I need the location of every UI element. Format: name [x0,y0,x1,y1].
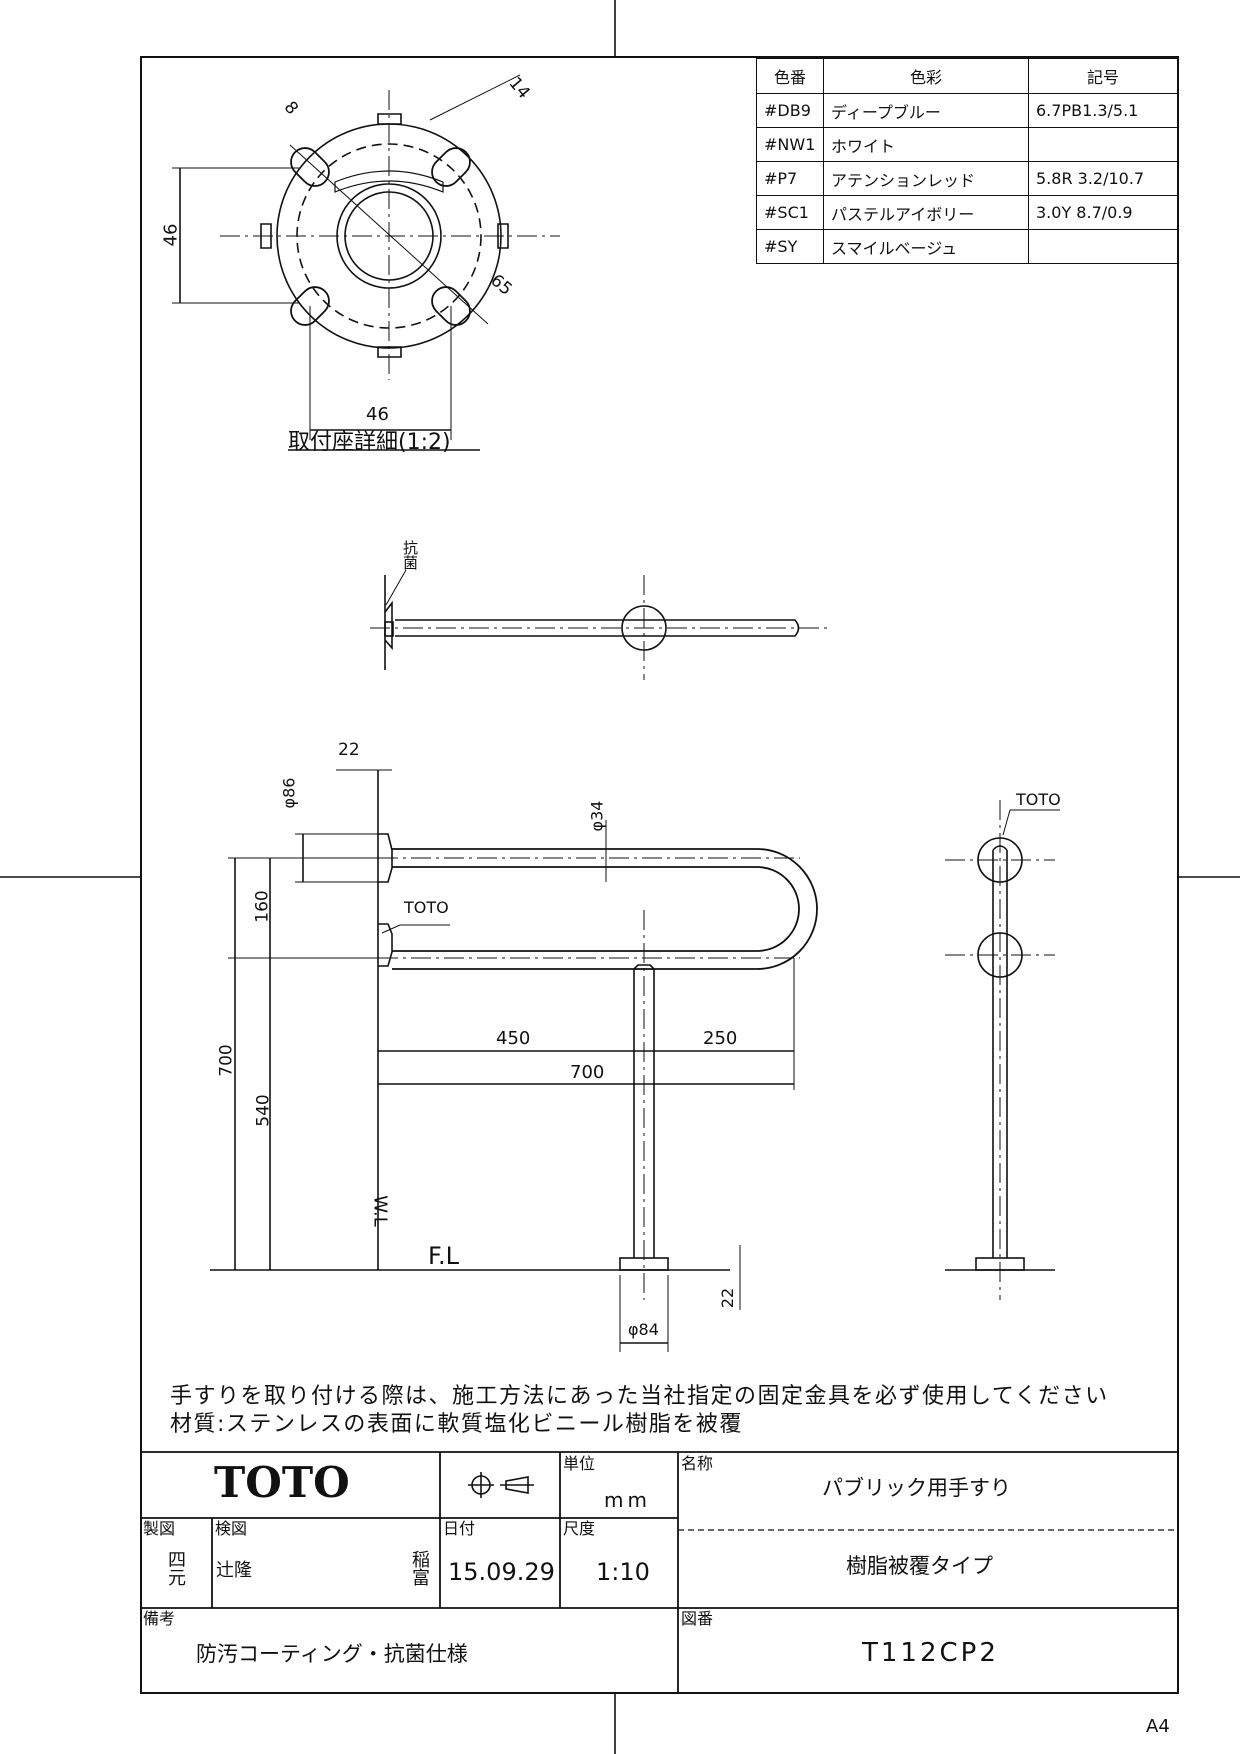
dim-540: 540 [253,1094,274,1127]
color-name: ディープブルー [823,93,1029,128]
dim-phi86: φ86 [279,777,299,809]
remarks-value: 防汚コーティング・抗菌仕様 [196,1642,468,1666]
checked-label: 検図 [215,1519,248,1538]
detail-dim-46-bottom: 46 [366,404,389,425]
name-value: パブリック用手すり [822,1476,1011,1500]
color-notation: 3.0Y 8.7/0.9 [1028,195,1178,230]
unit-label: 単位 [563,1454,596,1473]
drawing-no-value: T112CP2 [862,1638,999,1668]
color-name: アテンションレッド [823,161,1029,196]
remarks-label: 備考 [143,1609,176,1628]
date-value: 15.09.29 [448,1558,555,1586]
dim-phi34: φ34 [587,800,607,832]
drawn-value: 四元 [165,1550,186,1586]
color-name: スマイルベージュ [823,229,1029,264]
subname-value: 樹脂被覆タイプ [846,1554,993,1578]
dim-phi84: φ84 [628,1320,659,1339]
top-view-drawing [370,569,830,680]
note-material: 材質:ステンレスの表面に軟質塩化ビニール樹脂を被覆 [170,1412,743,1437]
title-block-lines [141,1451,1178,1693]
mounting-seat-detail [172,74,560,451]
color-code: #NW1 [756,127,824,162]
dim-160: 160 [252,890,273,923]
dim-700-horizontal: 700 [570,1062,605,1083]
drawing-no-label: 図番 [681,1609,714,1628]
color-notation [1028,229,1178,264]
color-notation: 6.7PB1.3/5.1 [1028,93,1178,128]
dim-250: 250 [703,1028,738,1049]
color-code: #P7 [756,161,824,196]
dim-450: 450 [496,1028,531,1049]
checked-value-1: 辻隆 [216,1560,252,1581]
paper-size: A4 [1146,1716,1170,1737]
color-table: 色番 色彩 記号 #DB9 ディープブルー 6.7PB1.3/5.1 #NW1 … [756,58,1178,264]
color-name: パステルアイボリー [823,195,1029,230]
dim-22-top: 22 [338,740,360,760]
color-notation [1028,127,1178,162]
dim-700-vertical: 700 [216,1044,237,1077]
color-table-header: 記号 [1028,58,1178,94]
name-label: 名称 [681,1454,714,1473]
antibacterial-label: 抗菌 [401,540,419,570]
wall-line-label: W.L [369,1195,391,1227]
color-code: #DB9 [756,93,824,128]
note-installation: 手すりを取り付ける際は、施工方法にあった当社指定の固定金具を必ず使用してください [170,1384,1109,1409]
color-code: #SC1 [756,195,824,230]
front-view-drawing [210,769,818,1352]
color-notation: 5.8R 3.2/10.7 [1028,161,1178,196]
projection-symbol [468,1472,534,1498]
color-table-header: 色番 [756,58,824,94]
toto-mark-front: TOTO [404,898,449,917]
date-label: 日付 [443,1519,476,1538]
toto-mark-side: TOTO [1016,790,1061,809]
color-code: #SY [756,229,824,264]
scale-value: 1:10 [596,1558,650,1586]
scale-label: 尺度 [563,1519,596,1538]
floor-line-label: F.L [428,1242,459,1270]
drawing-border [140,56,1179,1694]
side-view-drawing [945,800,1060,1300]
dim-22-base: 22 [718,1287,738,1309]
color-name: ホワイト [823,127,1029,162]
drawn-label: 製図 [143,1519,176,1538]
toto-logo: TOTO [214,1458,350,1507]
detail-dim-46-left: 46 [160,223,182,247]
checked-value-2: 稲富 [409,1550,430,1586]
unit-value: mm [604,1488,651,1512]
detail-title: 取付座詳細(1:2) [288,430,451,455]
color-table-header: 色彩 [823,58,1029,94]
